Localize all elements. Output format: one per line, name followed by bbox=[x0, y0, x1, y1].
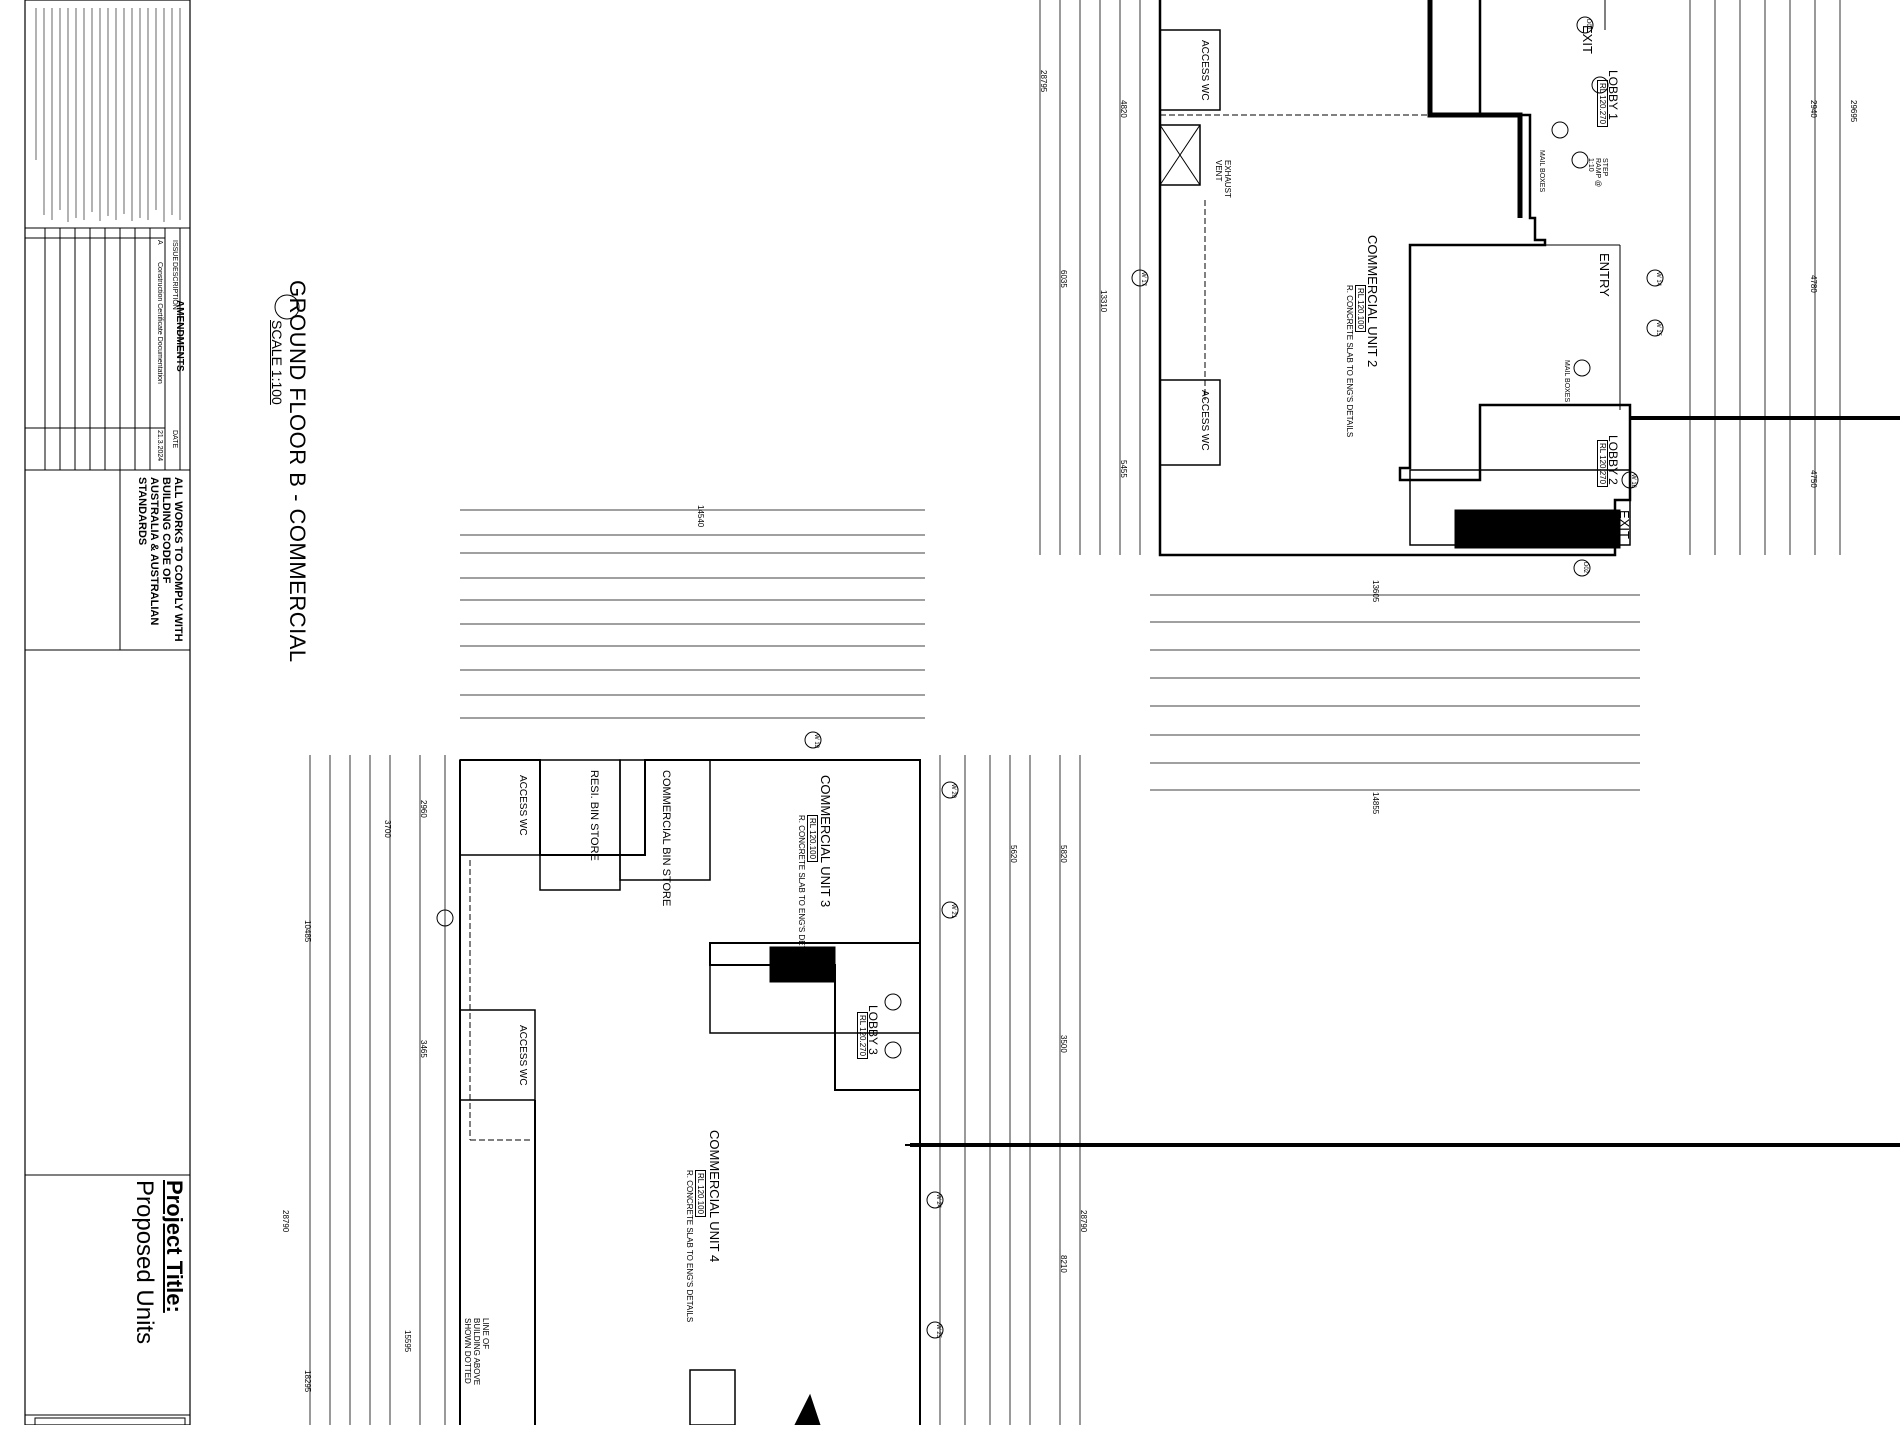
label-exit-2: EXIT bbox=[1617, 510, 1632, 539]
room-access-wc-2a: ACCESS WC bbox=[1199, 40, 1210, 101]
door-tag-d02: D02 bbox=[1582, 562, 1588, 574]
rl-unit-3: RL 120.100 bbox=[807, 815, 818, 863]
dim-mid-6: 8210 bbox=[1059, 1255, 1068, 1273]
rl-unit-2: RL 120.100 bbox=[1355, 285, 1366, 333]
window-tag-w15: W 15 bbox=[1655, 322, 1661, 337]
label-mail-boxes-2: MAIL BOXES bbox=[1563, 360, 1570, 403]
label-entry: ENTRY bbox=[1597, 253, 1612, 297]
dim-top-left-0: 28795 bbox=[1039, 70, 1048, 93]
rl-unit-4: RL 120.100 bbox=[695, 1170, 706, 1218]
dimension-lines bbox=[309, 0, 1841, 1425]
dim-overall-right-top: 13605 bbox=[1371, 580, 1380, 603]
room-access-wc-4: ACCESS WC bbox=[517, 1025, 528, 1086]
amendments-heading: AMENDMENTS bbox=[174, 300, 185, 372]
room-lobby-3: LOBBY 3 bbox=[866, 1005, 880, 1055]
dim-top-right-6: 4750 bbox=[1809, 470, 1818, 488]
note-unit-2: R. CONCRETE SLAB TO ENG'S DETAILS bbox=[1345, 285, 1354, 438]
room-lobby-1: LOBBY 1 bbox=[1606, 70, 1620, 120]
room-commercial-unit-4: COMMERCIAL UNIT 4 bbox=[707, 1130, 722, 1263]
unit-3-4-walls bbox=[459, 759, 1900, 1426]
dim-left-6: 18295 bbox=[303, 1370, 312, 1393]
label-exhaust-vent: EXHAUST VENT bbox=[1214, 160, 1232, 198]
dim-left-1: 3700 bbox=[383, 820, 392, 838]
room-access-wc-2b: ACCESS WC bbox=[1199, 390, 1210, 451]
amend-col-issue: ISSUE bbox=[171, 240, 178, 262]
note-dotted-line: LINE OF BUILDING ABOVE SHOWN DOTTED bbox=[463, 1318, 490, 1386]
amend-col-description: DESCRIPTION bbox=[171, 262, 178, 310]
dim-top-left-3: 6035 bbox=[1059, 270, 1068, 288]
window-tag-w20: W 20 bbox=[950, 784, 956, 799]
dim-top-right-4: 4780 bbox=[1809, 275, 1818, 293]
room-lobby-2: LOBBY 2 bbox=[1606, 435, 1620, 485]
dim-overall-right-bottom: 14855 bbox=[1371, 792, 1380, 815]
window-tag-w24: W 24 bbox=[935, 1194, 941, 1209]
window-tag-w21: W 21 bbox=[950, 904, 956, 919]
project-title-label: Project Title: bbox=[162, 1180, 187, 1313]
window-tag-w25: W 25 bbox=[935, 1324, 941, 1339]
rl-lobby-1: RL 120.270 bbox=[1597, 80, 1608, 128]
dim-mid-0: 5820 bbox=[1059, 845, 1068, 863]
compliance-note: ALL WORKS TO COMPLY WITH BUILDING CODE O… bbox=[136, 477, 184, 642]
dim-top-right-2: 2940 bbox=[1809, 100, 1818, 118]
dim-left-3: 28790 bbox=[281, 1210, 290, 1233]
window-tag-w14: W 14 bbox=[1655, 272, 1661, 287]
room-commercial-unit-2: COMMERCIAL UNIT 2 bbox=[1365, 235, 1380, 368]
dim-mid-3: 3500 bbox=[1059, 1035, 1068, 1053]
window-tag-w17: W 17 bbox=[1140, 272, 1146, 287]
amend-row-description: Construction Certificate Documentation bbox=[156, 262, 163, 384]
window-tag-w16: W 16 bbox=[1630, 474, 1636, 489]
dim-top-right-0: 29695 bbox=[1849, 100, 1858, 123]
amend-row-date: 21.3.2024 bbox=[156, 430, 163, 462]
room-commercial-unit-3: COMMERCIAL UNIT 3 bbox=[818, 775, 833, 908]
room-resi-bin-store: RESI. BIN STORE bbox=[588, 770, 600, 861]
project-title: Proposed Units bbox=[131, 1180, 158, 1345]
rl-lobby-3: RL 120.270 bbox=[857, 1012, 868, 1060]
drawing-scale: SCALE 1:100 bbox=[269, 320, 285, 405]
note-unit-3: R. CONCRETE SLAB TO ENG'S DETAILS bbox=[797, 815, 806, 968]
tag-markers bbox=[274, 16, 1664, 1339]
room-commercial-bin-store: COMMERCIAL BIN STORE bbox=[660, 770, 672, 907]
label-mail-boxes-1: MAIL BOXES bbox=[1538, 150, 1545, 193]
dim-left-2: 3465 bbox=[419, 1040, 428, 1058]
dim-top-left-5: 5455 bbox=[1119, 460, 1128, 478]
rl-lobby-2: RL 120.270 bbox=[1597, 440, 1608, 488]
dim-top-left-4: 13310 bbox=[1099, 290, 1108, 313]
dim-overall-top-strip: 14540 bbox=[696, 505, 705, 528]
note-unit-4: R. CONCRETE SLAB TO ENG'S DETAILS bbox=[685, 1170, 694, 1323]
dim-left-0: 2960 bbox=[419, 800, 428, 818]
amend-row-issue: A bbox=[156, 240, 163, 245]
door-tag-d01: D01 bbox=[1585, 19, 1591, 31]
window-tag-w19: W 19 bbox=[813, 734, 819, 749]
dim-left-5: 15595 bbox=[403, 1330, 412, 1353]
drawing-title: GROUND FLOOR B - COMMERCIAL bbox=[285, 280, 310, 663]
fine-print bbox=[35, 8, 181, 222]
dim-top-left-2: 4820 bbox=[1119, 100, 1128, 118]
amend-col-date: DATE bbox=[171, 430, 178, 449]
dim-mid-1: 5620 bbox=[1009, 845, 1018, 863]
room-access-wc-3: ACCESS WC bbox=[517, 775, 528, 836]
dim-mid-28790: 28790 bbox=[1079, 1210, 1088, 1233]
dim-left-4: 10485 bbox=[303, 920, 312, 943]
unit-2-walls bbox=[1158, 0, 1900, 557]
label-step-ramp: STEP RAMP @ 1:10 bbox=[1587, 158, 1608, 188]
